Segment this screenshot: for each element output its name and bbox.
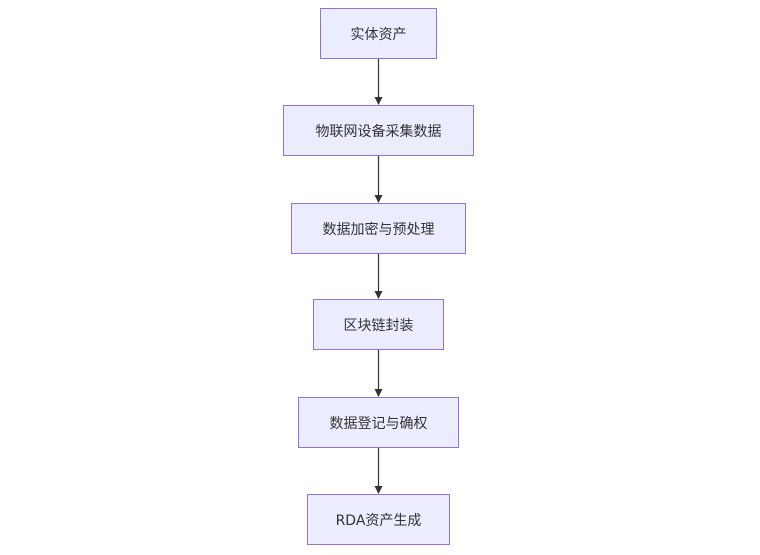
node-label: RDA资产生成 [335, 512, 422, 529]
node-label: 数据登记与确权 [329, 415, 428, 432]
node-registration-rights: 数据登记与确权 [298, 397, 459, 448]
node-blockchain-packaging: 区块链封装 [313, 299, 444, 350]
node-iot-data-collection: 物联网设备采集数据 [283, 105, 474, 156]
node-rda-asset-generation: RDA资产生成 [307, 494, 450, 545]
node-label: 区块链封装 [343, 317, 414, 334]
node-label: 实体资产 [350, 26, 407, 43]
node-label: 物联网设备采集数据 [315, 123, 442, 140]
node-physical-asset: 实体资产 [320, 8, 437, 59]
node-encryption-preprocessing: 数据加密与预处理 [291, 203, 466, 254]
node-label: 数据加密与预处理 [322, 221, 435, 238]
